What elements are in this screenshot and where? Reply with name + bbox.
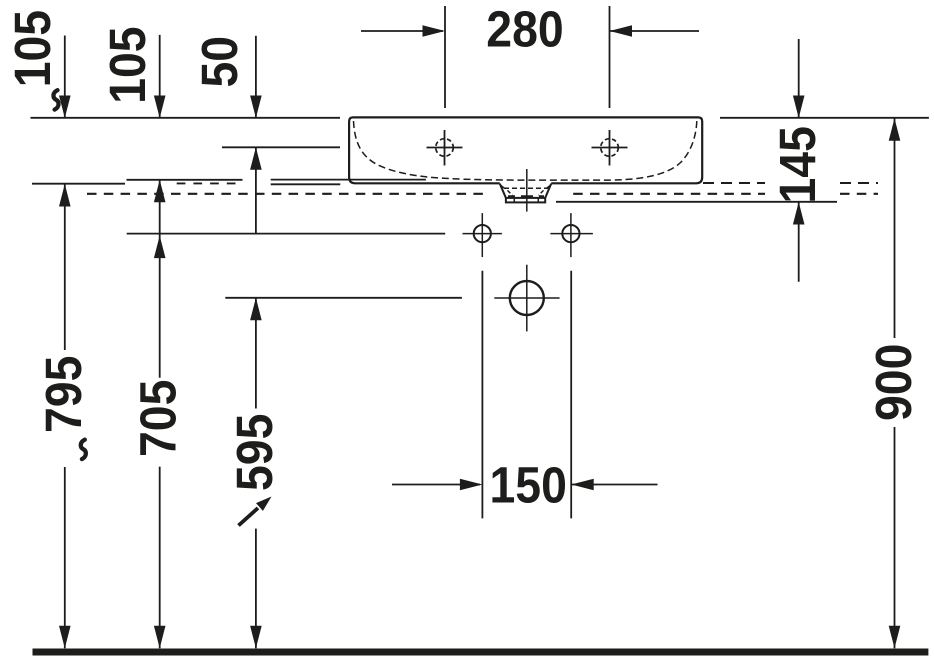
svg-text:145: 145 [770,126,826,203]
svg-text:150: 150 [489,458,566,514]
svg-text:795: 795 [36,356,92,433]
svg-text:595: 595 [227,414,283,491]
svg-text:900: 900 [866,344,922,421]
svg-text:705: 705 [131,380,187,457]
svg-text:280: 280 [486,2,563,58]
svg-text:50: 50 [192,36,248,88]
svg-text:105: 105 [100,26,156,103]
svg-text:105: 105 [5,10,61,87]
